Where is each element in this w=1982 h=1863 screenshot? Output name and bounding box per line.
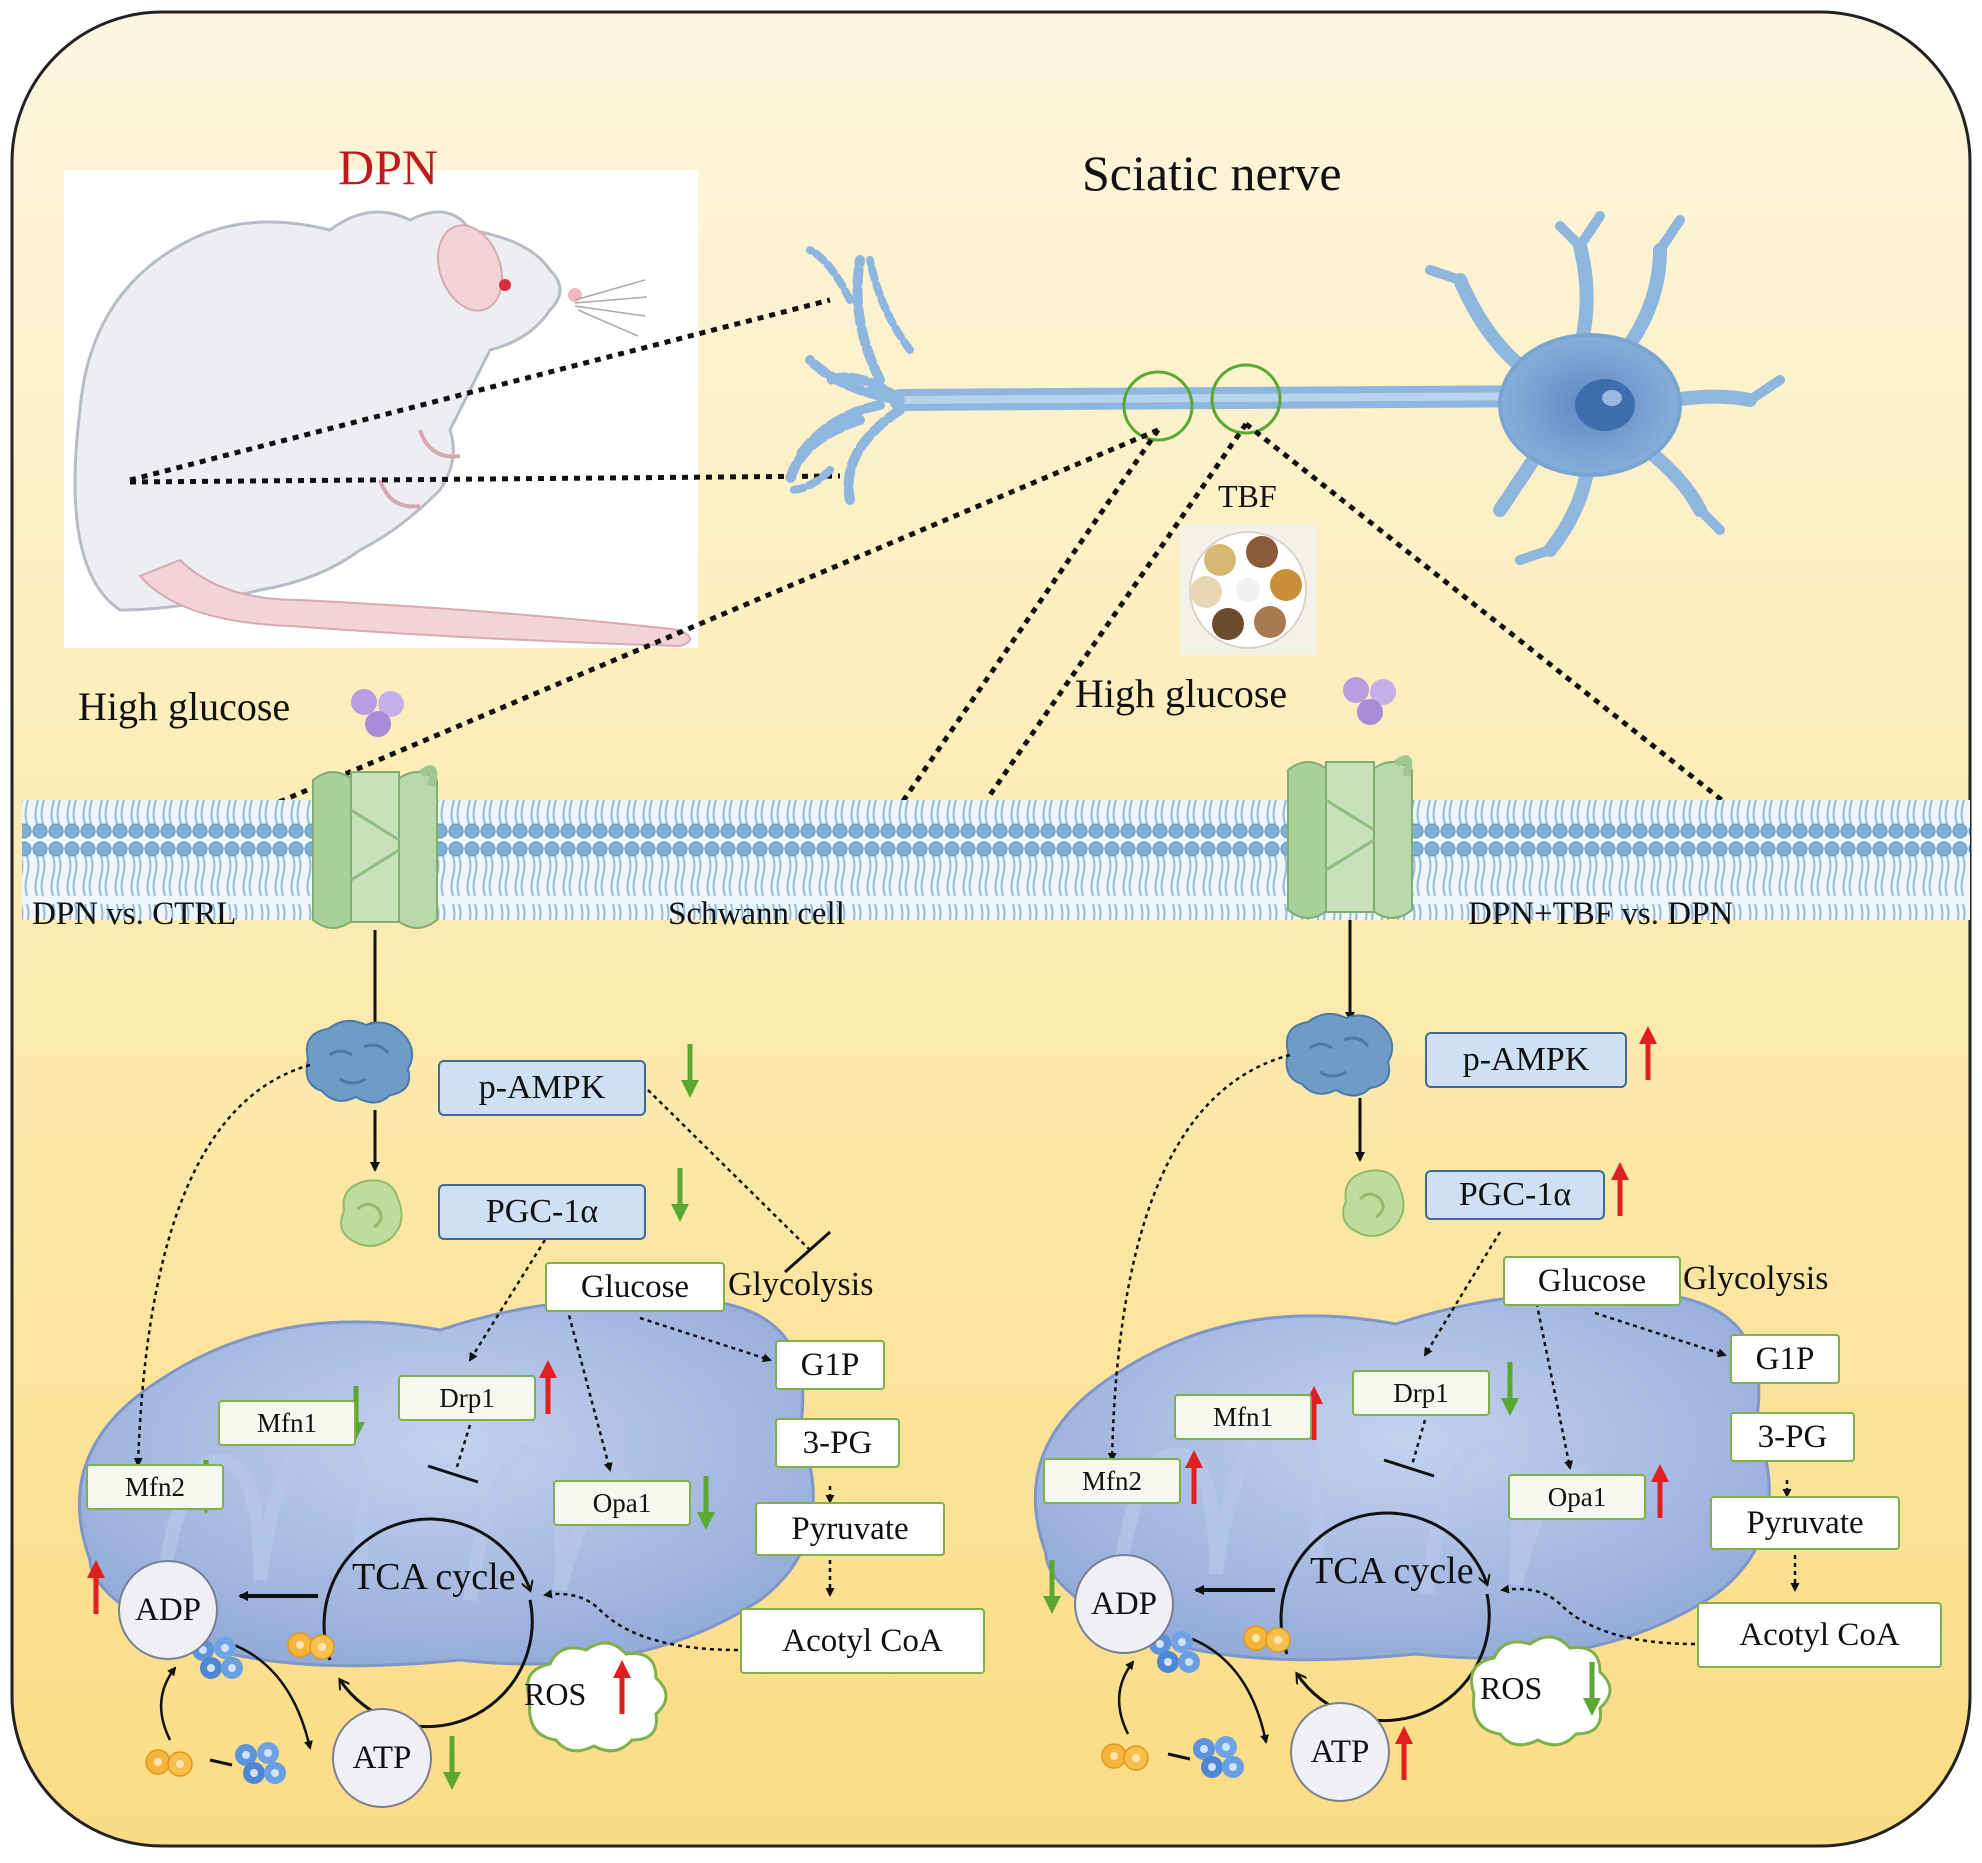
ros-label: ROS xyxy=(524,1676,587,1712)
atp-circle: ATP xyxy=(1290,1702,1390,1802)
3pg-box: 3-PG xyxy=(1730,1412,1855,1462)
zoom-line-membrane-1 xyxy=(271,427,1159,808)
acetyl-coa-box: Acotyl CoA xyxy=(1697,1602,1942,1668)
mfn2-box: Mfn2 xyxy=(86,1464,224,1510)
pyruvate-box: Pyruvate xyxy=(1710,1496,1900,1550)
pgc1a-protein-icon xyxy=(339,1178,404,1248)
glucose-transporter-icon xyxy=(1288,759,1412,918)
mfn1-box: Mfn1 xyxy=(1174,1394,1312,1440)
rat-illustration xyxy=(64,170,698,648)
atp-circle: ATP xyxy=(332,1708,432,1808)
acetyl-coa-box: Acotyl CoA xyxy=(740,1608,985,1674)
cloud-icon xyxy=(1470,1635,1612,1747)
cell-type-label: Schwann cell xyxy=(668,896,845,932)
tca-cycle-label: TCA cycle xyxy=(352,1556,516,1598)
treatment-label: TBF xyxy=(1218,478,1277,514)
p-ampk-box: p-AMPK xyxy=(1425,1032,1627,1088)
glycolysis-label: Glycolysis xyxy=(1683,1260,1829,1297)
herbal-plate-icon xyxy=(1180,525,1316,655)
stimulus-label-left: High glucose xyxy=(78,684,291,729)
zoom-line-lower xyxy=(129,473,841,485)
neuron-illustration xyxy=(785,211,1785,565)
left-condition-label: DPN vs. CTRL xyxy=(32,896,237,932)
model-label: DPN xyxy=(338,139,439,195)
right-condition-label: DPN+TBF vs. DPN xyxy=(1468,896,1734,932)
zoom-line-upper xyxy=(129,297,831,483)
drp1-box: Drp1 xyxy=(1352,1370,1490,1416)
mfn1-box: Mfn1 xyxy=(218,1400,356,1446)
g1p-box: G1P xyxy=(775,1340,885,1390)
adp-circle: ADP xyxy=(118,1560,218,1660)
3pg-box: 3-PG xyxy=(775,1418,900,1468)
glucose-box: Glucose xyxy=(1503,1256,1681,1306)
drp1-box: Drp1 xyxy=(398,1375,536,1421)
glucose-transporter-icon xyxy=(313,769,437,928)
mfn2-box: Mfn2 xyxy=(1043,1458,1181,1504)
stimulus-label-right: High glucose xyxy=(1075,671,1288,716)
tca-cycle-label: TCA cycle xyxy=(1310,1550,1474,1592)
opa1-box: Opa1 xyxy=(1508,1474,1646,1520)
adp-circle: ADP xyxy=(1074,1554,1174,1654)
ampk-protein-icon xyxy=(1285,1012,1394,1098)
ampk-protein-icon xyxy=(305,1019,414,1105)
opa1-box: Opa1 xyxy=(553,1480,691,1526)
ros-label: ROS xyxy=(1480,1670,1543,1706)
pgc1a-box: PGC-1α xyxy=(1425,1170,1605,1220)
p-ampk-box: p-AMPK xyxy=(438,1060,646,1116)
glycolysis-label: Glycolysis xyxy=(728,1266,874,1303)
cloud-icon xyxy=(526,1641,668,1753)
glucose-box: Glucose xyxy=(545,1262,725,1312)
pgc1a-box: PGC-1α xyxy=(438,1184,646,1240)
zoom-line-membrane-3 xyxy=(987,422,1249,797)
tissue-label: Sciatic nerve xyxy=(1082,145,1342,201)
g1p-box: G1P xyxy=(1730,1334,1840,1384)
pgc1a-protein-icon xyxy=(1341,1168,1406,1238)
pyruvate-box: Pyruvate xyxy=(755,1502,945,1556)
right-pathway-panel xyxy=(1033,1012,1800,1778)
